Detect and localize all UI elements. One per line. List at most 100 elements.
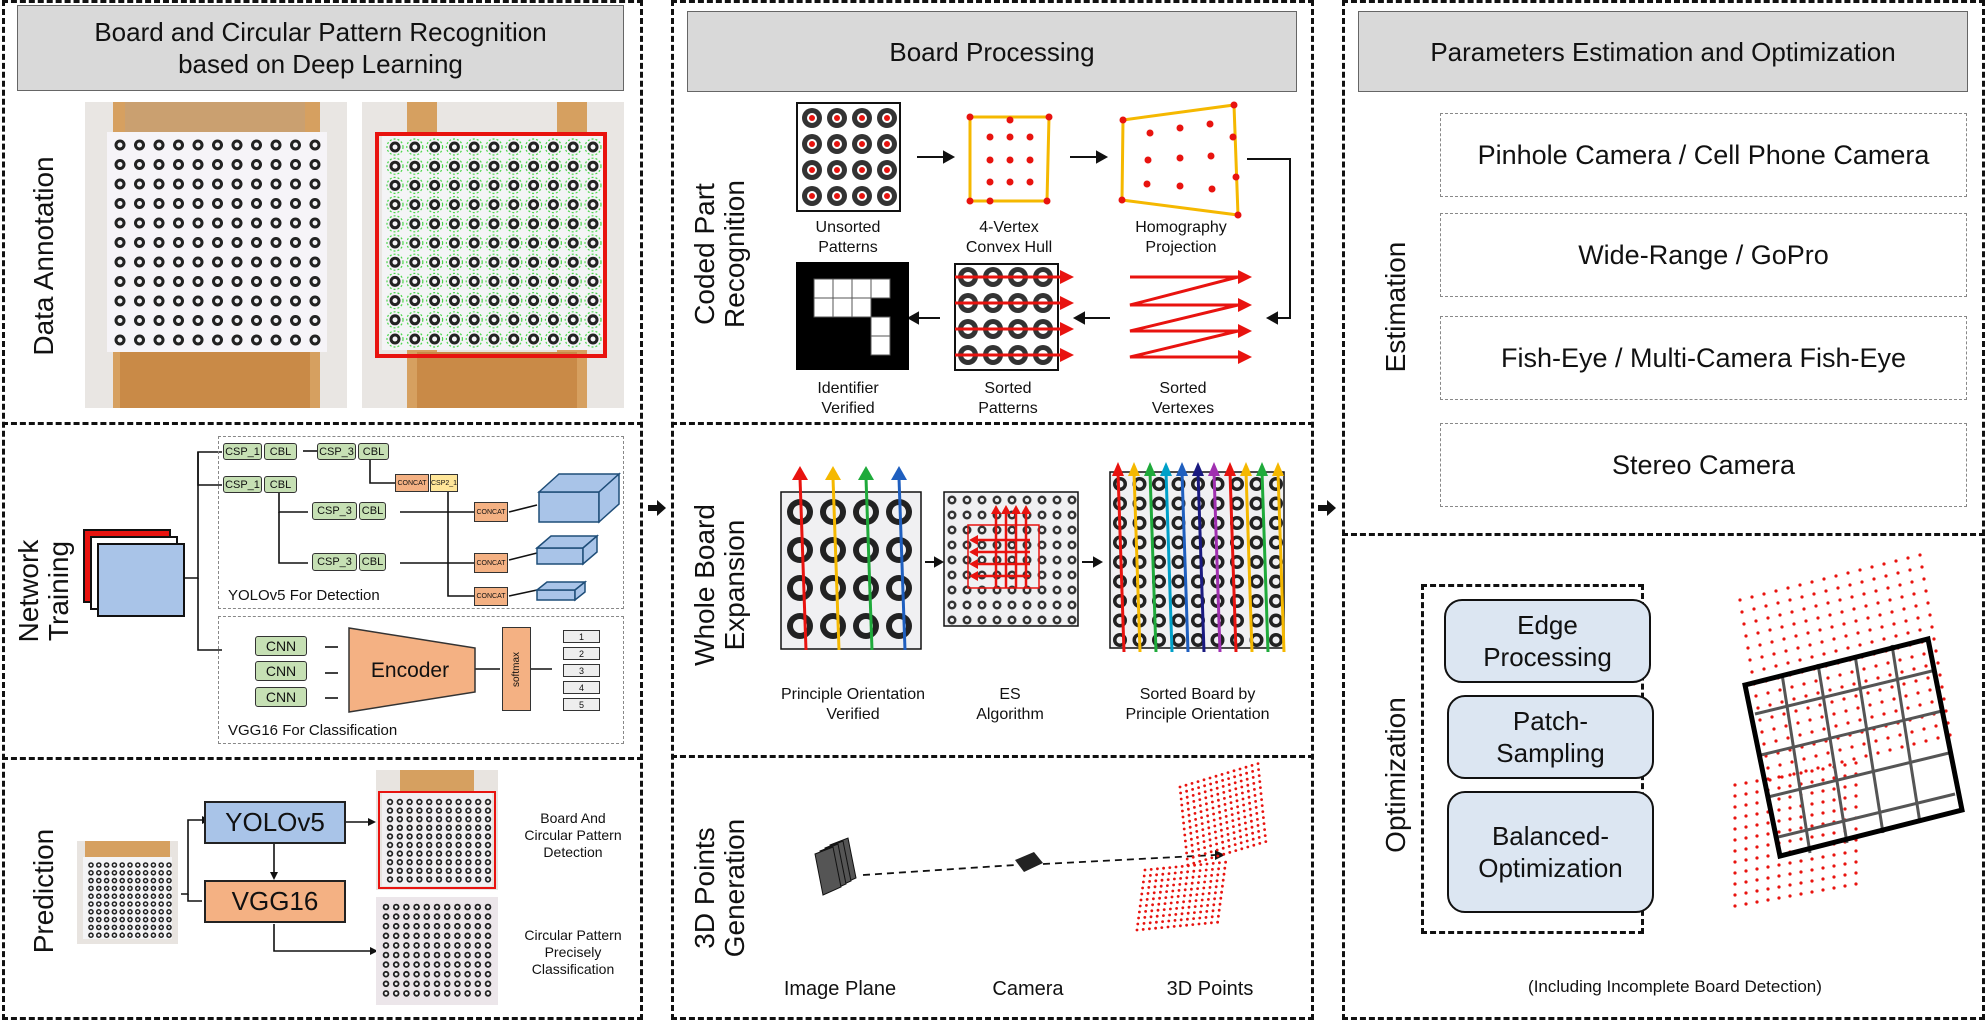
pattern-ring-hole (980, 528, 984, 532)
hull-point (1026, 133, 1034, 141)
cloud-point (1766, 832, 1770, 836)
pattern-ring-hole (476, 800, 480, 804)
pattern-ring-hole (1233, 539, 1241, 546)
cloud-point (1832, 853, 1836, 857)
class-output: 1 (563, 630, 600, 643)
pattern-ring-hole (950, 603, 954, 607)
cloud-point (1207, 892, 1211, 895)
cloud-point (1868, 628, 1872, 632)
cloud-point (1142, 880, 1145, 884)
cloud-point (1164, 896, 1168, 899)
pattern-ring-hole (457, 834, 461, 838)
pattern-ring-hole (531, 163, 537, 169)
pattern-ring-hole (152, 863, 155, 867)
pattern-ring-hole (167, 887, 171, 890)
pattern-ring-hole (531, 221, 537, 227)
pattern-ring-hole (394, 915, 398, 919)
pattern-ring-hole (137, 201, 142, 206)
cloud-point (1821, 800, 1825, 804)
pattern-ring-hole (273, 181, 279, 187)
cloud-point (1744, 869, 1748, 873)
cloud-point (1924, 589, 1928, 593)
pattern-ring-hole (427, 826, 431, 830)
pattern-ring-hole (550, 259, 556, 265)
cloud-point (1241, 791, 1244, 795)
cloud-point (1193, 863, 1196, 867)
pattern-ring-hole (128, 887, 132, 890)
pattern-ring-hole (136, 871, 140, 875)
pattern-ring-hole (167, 910, 171, 914)
cloud-point (1200, 898, 1204, 902)
cloud-point (1177, 889, 1181, 892)
pattern-ring-hole (1272, 519, 1280, 527)
pattern-ring-hole (312, 337, 318, 343)
cloud-point (1777, 819, 1781, 823)
cloud-point (1216, 873, 1220, 877)
pattern-ring-hole (471, 317, 477, 323)
pattern-ring-hole (128, 863, 132, 867)
pattern-ring-hole (432, 163, 438, 169)
cloud-point (1160, 926, 1164, 929)
cloud-point (1216, 854, 1220, 858)
cloud-point (1142, 922, 1146, 925)
cloud-point (1766, 854, 1770, 858)
cloud-point (1209, 782, 1212, 786)
pattern-ring-hole (491, 182, 497, 188)
cloud-point (1733, 882, 1737, 886)
cloud-point (1180, 803, 1184, 807)
cloud-point (1910, 730, 1914, 734)
cloud-point (1204, 916, 1208, 919)
cloud-point (1141, 928, 1145, 931)
pattern-ring-hole (1010, 618, 1014, 622)
pattern-ring-hole (384, 991, 388, 995)
pattern-ring-hole (1272, 578, 1280, 585)
orientation-line (897, 477, 907, 651)
homography-point (1118, 196, 1126, 204)
pattern-ring-hole (570, 336, 576, 342)
cloud-point (1733, 827, 1737, 831)
cloud-point (1902, 682, 1906, 686)
cloud-point (1866, 691, 1870, 695)
cloud-point (1843, 785, 1847, 789)
cloud-point (1228, 851, 1232, 854)
pattern-ring-hole (388, 852, 392, 856)
pattern-ring-hole (471, 336, 477, 342)
sorted-column-line (1148, 471, 1158, 653)
cloud-point (1227, 845, 1231, 848)
cloud-point (1790, 685, 1794, 689)
cloud-point (1225, 821, 1229, 824)
class-output: 4 (563, 681, 600, 694)
cloud-point (1236, 805, 1239, 809)
cloud-point (1213, 897, 1216, 901)
pattern-ring-hole (1175, 480, 1182, 488)
pattern-ring-hole (159, 902, 163, 906)
cloud-point (1190, 887, 1193, 891)
pattern-ring-hole (1155, 519, 1163, 527)
cloud-point (1777, 896, 1781, 900)
pattern-ring-hole (466, 924, 470, 928)
yolo-dashed-box (218, 436, 624, 609)
cloud-point (1878, 613, 1882, 617)
cloud-point (1208, 886, 1212, 889)
pattern-ring-hole (455, 934, 459, 938)
pattern-ring-hole (466, 860, 470, 864)
cloud-point (1250, 825, 1254, 829)
pattern-ring-hole (1070, 573, 1074, 577)
cloud-point (1862, 667, 1866, 671)
cloud-point (1810, 890, 1814, 894)
cloud-point (1146, 892, 1150, 895)
cloud-point (1744, 825, 1748, 829)
pattern-ring-hole (97, 910, 101, 914)
cloud-point (1160, 878, 1164, 882)
pattern-ring-hole (476, 953, 480, 957)
pattern-ring-hole (435, 924, 439, 928)
class-output: 2 (563, 647, 600, 660)
cloud-point (1774, 739, 1778, 743)
cloud-point (1156, 867, 1159, 871)
cloud-point (1832, 831, 1836, 835)
pattern-ring-hole (176, 259, 181, 265)
cloud-point (1192, 869, 1196, 873)
pattern-ring-hole (254, 162, 259, 167)
pattern-ring-hole (1194, 597, 1202, 605)
pattern-ring-hole (137, 318, 142, 323)
